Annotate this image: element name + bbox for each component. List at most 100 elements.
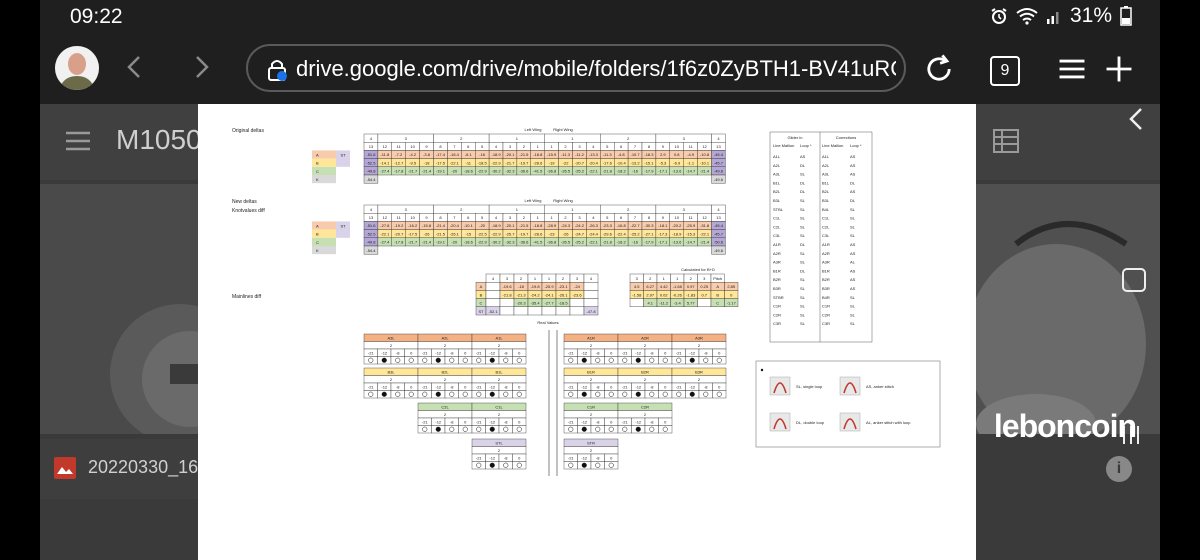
- new-value: -15.3: [686, 231, 696, 236]
- real-value: -12: [435, 351, 442, 356]
- calc-value: 6.27: [646, 284, 655, 289]
- legend-label: AL, anker stitch with loop: [866, 420, 911, 425]
- real-block-name: B1L: [495, 370, 503, 375]
- loop-circle: [608, 391, 614, 397]
- original-value: -41.5: [533, 169, 543, 174]
- new-row-label: K: [316, 248, 319, 253]
- new-col-label: 7: [634, 215, 637, 220]
- original-value: -18.9: [491, 152, 501, 157]
- glider-line: B3L: [773, 198, 781, 203]
- loop-circle: [449, 391, 455, 397]
- original-group-label: 1: [516, 136, 519, 141]
- loop-circle: [716, 391, 722, 397]
- glider-line: B3R: [773, 286, 781, 291]
- file-item[interactable]: 20220330_161: [40, 439, 208, 499]
- loop-circle: [635, 426, 641, 432]
- real-value: 0: [518, 351, 521, 356]
- real-value: -8: [596, 351, 600, 356]
- new-value: -13.6: [672, 240, 682, 245]
- battery-percent: 31%: [1069, 4, 1112, 27]
- recent-apps-icon[interactable]: [1120, 424, 1142, 446]
- loop-circle: [622, 391, 628, 397]
- real-block-index: 2: [498, 343, 501, 348]
- new-value: -49.6: [714, 248, 724, 253]
- original-col-label: 2: [523, 144, 526, 149]
- mainline-value: -23.1: [558, 284, 568, 289]
- real-block-name: C1R: [587, 405, 595, 410]
- panel-chevron-icon[interactable]: [1126, 104, 1146, 143]
- mainline-cell: [583, 290, 599, 299]
- new-group-label: 2: [460, 207, 463, 212]
- original-value: -22.1: [450, 160, 460, 165]
- original-col-label: 2: [564, 144, 567, 149]
- real-value: -12: [581, 456, 588, 461]
- loop-circle: [476, 357, 482, 363]
- new-tab-icon[interactable]: [1102, 52, 1136, 86]
- real-value: -8: [650, 351, 654, 356]
- original-value: -52.5: [366, 160, 376, 165]
- loop-circle: [381, 391, 387, 397]
- site-settings-icon[interactable]: [266, 58, 288, 82]
- loop-circle: [503, 357, 509, 363]
- original-value: -27.4: [380, 169, 390, 174]
- loop-circle: [476, 462, 482, 468]
- address-bar[interactable]: drive.google.com/drive/mobile/folders/1f…: [246, 44, 906, 92]
- reload-icon[interactable]: [922, 52, 956, 86]
- correction-loop: SL: [850, 312, 856, 317]
- loop-circle: [489, 426, 495, 432]
- tab-switcher-button[interactable]: 9: [990, 56, 1020, 86]
- real-value: -21: [568, 420, 575, 425]
- glider-loop: SL: [800, 233, 806, 238]
- real-value: 0: [518, 456, 521, 461]
- mainline-cell: [499, 298, 515, 308]
- mainline-value: -25.9: [544, 284, 554, 289]
- calc-value: 0.25: [700, 284, 709, 289]
- correction-loop: SL: [850, 207, 856, 212]
- original-value: -17.8: [394, 169, 404, 174]
- new-value: -29.6: [603, 231, 613, 236]
- real-block-name: A2R: [641, 336, 649, 341]
- original-cell: [711, 174, 726, 184]
- new-st-cell: [336, 221, 350, 238]
- loop-circle: [408, 391, 414, 397]
- hamburger-icon[interactable]: [64, 130, 92, 152]
- glider-loop: SL: [800, 295, 806, 300]
- correction-loop: SL: [850, 295, 856, 300]
- loop-circle: [662, 391, 668, 397]
- glider-loop: SL: [800, 216, 806, 221]
- info-icon[interactable]: i: [1106, 456, 1132, 482]
- loop-circle: [716, 357, 722, 363]
- back-button[interactable]: [120, 52, 150, 82]
- original-col-label: 3: [578, 144, 581, 149]
- correction-line: A1L: [822, 154, 830, 159]
- legend-icon-bg: [839, 412, 861, 432]
- new-value: -18.9: [672, 231, 682, 236]
- loop-circle: [676, 391, 682, 397]
- forward-button[interactable]: [186, 52, 216, 82]
- real-block-name: B2R: [641, 370, 649, 375]
- overview-button[interactable]: [1122, 268, 1146, 292]
- mainline-value: -21.3: [516, 292, 526, 297]
- new-value: -49.8: [366, 240, 376, 245]
- new-col-label: 10: [675, 215, 680, 220]
- alarm-icon: [991, 8, 1007, 24]
- loop-circle: [662, 426, 668, 432]
- real-value: 0: [610, 420, 613, 425]
- real-block-index: 2: [698, 343, 701, 348]
- original-cell: [363, 174, 379, 184]
- new-value: -20.4: [450, 223, 460, 228]
- real-value: -8: [650, 385, 654, 390]
- real-block-name: A2L: [441, 336, 449, 341]
- original-value: -11.3: [603, 152, 613, 157]
- battery-icon: [1120, 6, 1132, 26]
- original-value: -4.8: [618, 152, 626, 157]
- loop-circle: [595, 357, 601, 363]
- profile-avatar[interactable]: [55, 46, 99, 90]
- real-value: -21: [568, 351, 575, 356]
- menu-icon[interactable]: [1055, 52, 1089, 86]
- glider-line: A2R: [773, 251, 781, 256]
- original-value: -1.1: [687, 160, 695, 165]
- list-view-icon[interactable]: [992, 128, 1020, 154]
- original-value: -17.9: [644, 169, 654, 174]
- new-value: -54.4: [366, 248, 376, 253]
